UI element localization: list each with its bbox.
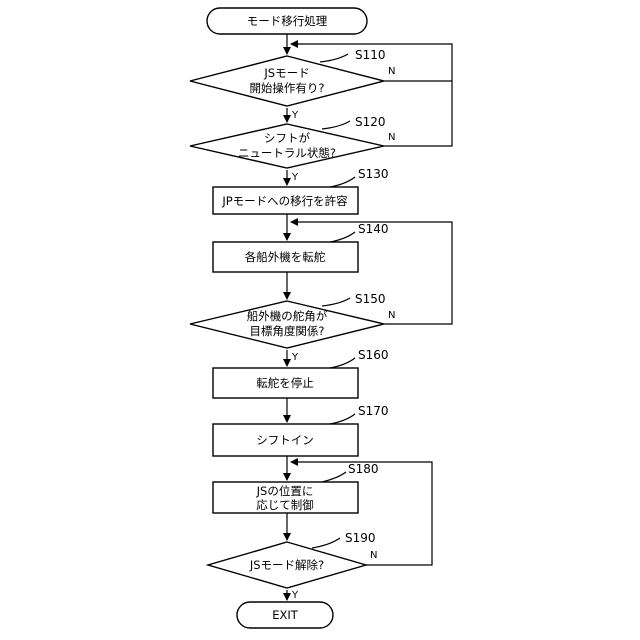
svg-text:シフトが: シフトが <box>264 131 310 145</box>
step-id-s110: S110 <box>355 48 386 62</box>
process-s160: 転舵を停止 <box>213 368 358 398</box>
step-id-s150: S150 <box>355 292 386 306</box>
process-s130: JPモードへの移行を許容 <box>213 187 358 214</box>
svg-text:目標角度関係?: 目標角度関係? <box>249 324 324 338</box>
svg-text:各船外機を転舵: 各船外機を転舵 <box>245 250 326 264</box>
svg-text:EXIT: EXIT <box>272 608 299 622</box>
svg-text:船外機の舵角が: 船外機の舵角が <box>247 309 328 323</box>
yes-label-s150: Y <box>291 352 299 363</box>
svg-text:モード移行処理: モード移行処理 <box>247 14 328 28</box>
decision-s190: JSモード解除? <box>208 542 366 588</box>
svg-text:応じて制御: 応じて制御 <box>256 498 314 512</box>
svg-text:JSの位置に: JSの位置に <box>256 484 314 498</box>
svg-text:JSモード: JSモード <box>263 66 309 80</box>
no-label-s110: N <box>388 66 395 77</box>
step-id-s120: S120 <box>355 115 386 129</box>
svg-text:開始操作有り?: 開始操作有り? <box>249 81 324 95</box>
step-id-s130: S130 <box>358 167 389 181</box>
process-s180: JSの位置に 応じて制御 <box>213 482 358 513</box>
process-s140: 各船外機を転舵 <box>213 242 358 272</box>
no-label-s190: N <box>370 550 377 561</box>
svg-text:ニュートラル状態?: ニュートラル状態? <box>238 146 336 160</box>
decision-s120: シフトが ニュートラル状態? <box>190 124 384 168</box>
start-terminal: モード移行処理 <box>207 8 367 34</box>
process-s170: シフトイン <box>213 424 358 456</box>
step-id-s190: S190 <box>345 531 376 545</box>
svg-text:JSモード解除?: JSモード解除? <box>249 558 324 572</box>
yes-label-s120: Y <box>291 172 299 183</box>
decision-s110: JSモード 開始操作有り? <box>190 56 384 106</box>
step-id-s170: S170 <box>358 404 389 418</box>
svg-text:転舵を停止: 転舵を停止 <box>256 376 314 390</box>
decision-s150: 船外機の舵角が 目標角度関係? <box>190 301 384 348</box>
svg-text:JPモードへの移行を許容: JPモードへの移行を許容 <box>221 194 348 208</box>
yes-label-s110: Y <box>291 110 299 121</box>
step-id-s160: S160 <box>358 348 389 362</box>
step-id-s140: S140 <box>358 222 389 236</box>
no-label-s150: N <box>388 310 395 321</box>
end-terminal: EXIT <box>237 602 333 628</box>
step-id-s180: S180 <box>348 462 379 476</box>
yes-label-s190: Y <box>291 590 299 601</box>
no-label-s120: N <box>388 132 395 143</box>
svg-text:シフトイン: シフトイン <box>256 433 314 447</box>
